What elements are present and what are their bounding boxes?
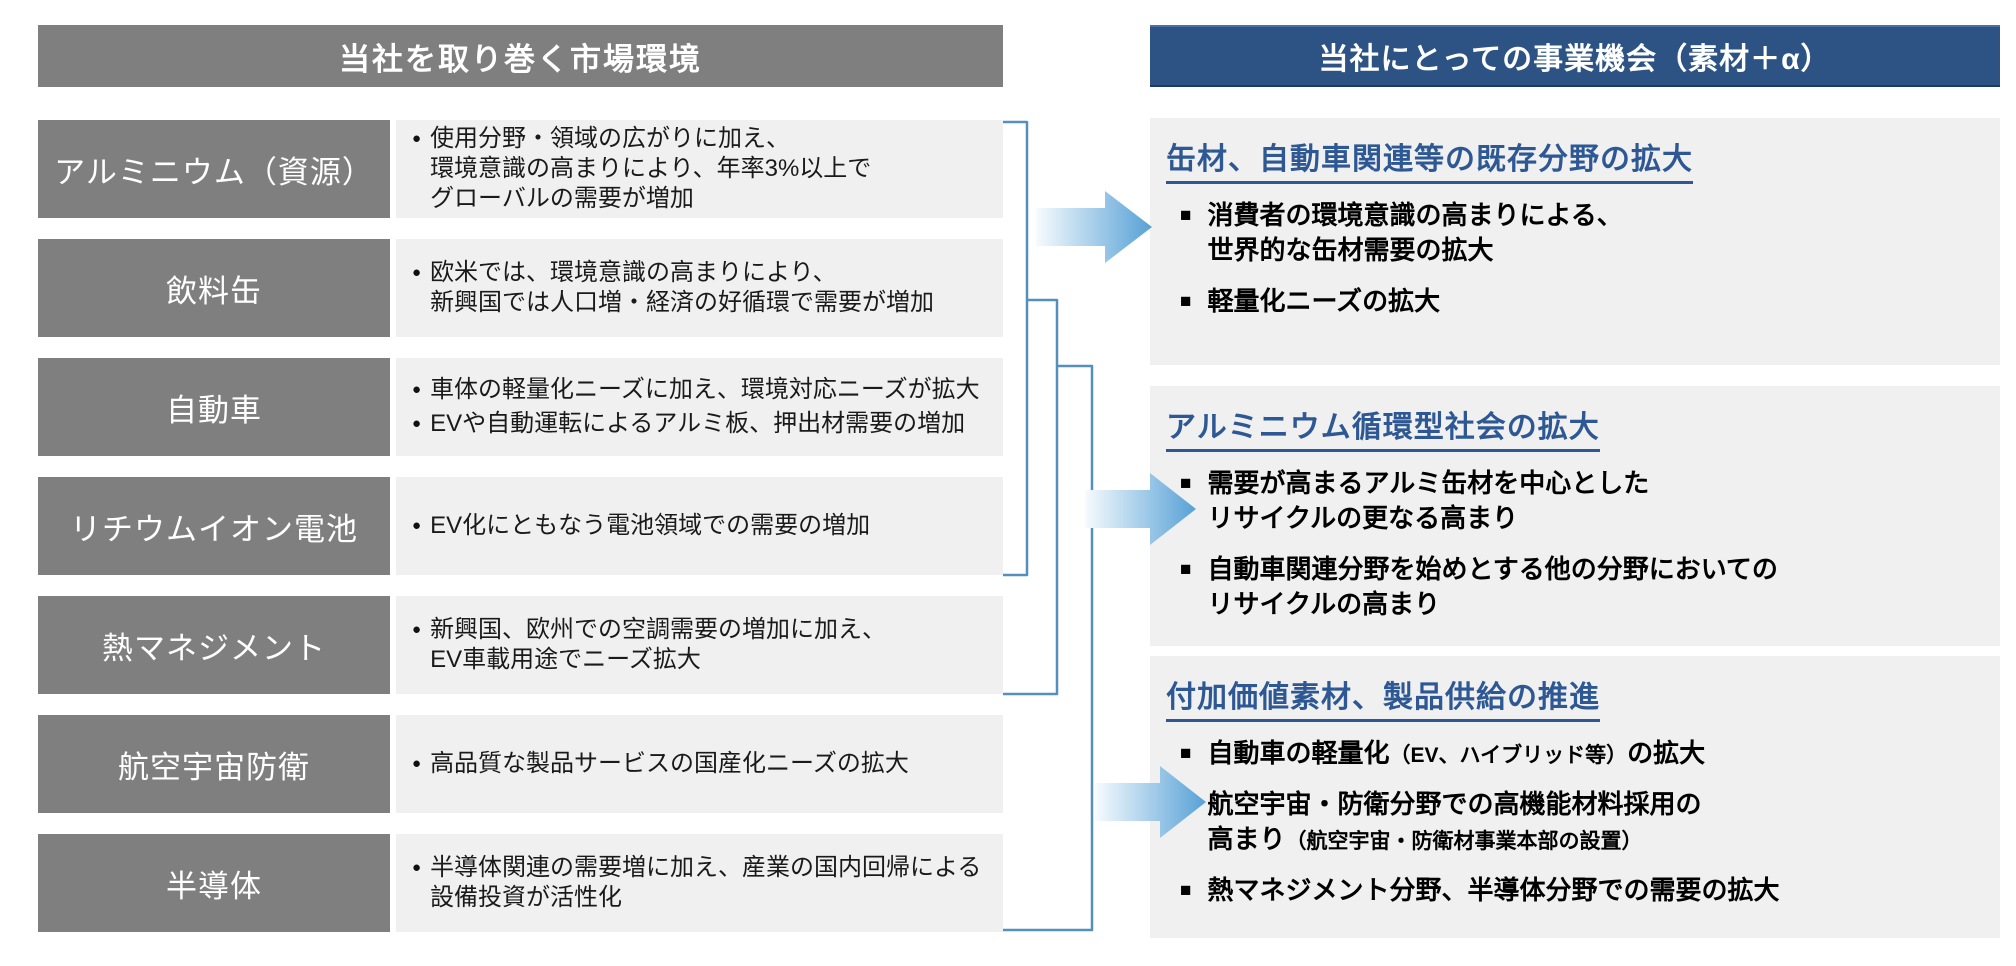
market-row-details: ● 車体の軽量化ニーズに加え、環境対応ニーズが拡大 ● EVや自動運転によるアル… (396, 358, 1003, 456)
opportunity-bullet: ■ 自動車の軽量化（EV、ハイブリッド等）の拡大 (1166, 736, 1982, 773)
market-row-automobile: 自動車 ● 車体の軽量化ニーズに加え、環境対応ニーズが拡大 ● EVや自動運転に… (38, 358, 1003, 456)
market-bullet: ● 欧米では、環境意識の高まりにより、 新興国では人口増・経済の好循環で需要が増… (412, 258, 993, 318)
bullet-text: 高品質な製品サービスの国産化ニーズの拡大 (430, 750, 909, 777)
square-bullet-icon: ■ (1180, 205, 1192, 226)
market-row-semiconductor: 半導体 ● 半導体関連の需要増に加え、産業の国内回帰による 設備投資が活性化 (38, 834, 1003, 932)
market-row-lithium-ion: リチウムイオン電池 ● EV化にともなう電池領域での需要の増加 (38, 477, 1003, 575)
bullet-text: 軽量化ニーズの拡大 (1207, 286, 1441, 316)
opportunity-box-recycling: アルミニウム循環型社会の拡大 ■ 需要が高まるアルミ缶材を中心とした リサイクル… (1150, 386, 2000, 646)
bullet-text: 車体の軽量化ニーズに加え、環境対応ニーズが拡大 (430, 376, 980, 403)
market-row-label: 半導体 (38, 834, 390, 932)
opportunity-box-value-added: 付加価値素材、製品供給の推進 ■ 自動車の軽量化（EV、ハイブリッド等）の拡大 … (1150, 656, 2000, 938)
market-row-details: ● EV化にともなう電池領域での需要の増加 (396, 477, 1003, 575)
market-row-label: リチウムイオン電池 (38, 477, 390, 575)
bullet-text: 航空宇宙・防衛分野での高機能材料採用の 高まり（航空宇宙・防衛材事業本部の設置） (1207, 789, 1702, 854)
bullet-dot-icon: ● (412, 415, 422, 432)
market-row-details: ● 使用分野・領域の広がりに加え、 環境意識の高まりにより、年率3%以上で グロ… (396, 120, 1003, 218)
market-bullet: ● 半導体関連の需要増に加え、産業の国内回帰による 設備投資が活性化 (412, 853, 993, 913)
market-row-aerospace: 航空宇宙防衛 ● 高品質な製品サービスの国産化ニーズの拡大 (38, 715, 1003, 813)
opportunity-bullet: ■ 軽量化ニーズの拡大 (1166, 284, 1982, 321)
bullet-dot-icon: ● (412, 621, 422, 638)
bullet-dot-icon: ● (412, 859, 422, 876)
market-row-details: ● 新興国、欧州での空調需要の増加に加え、 EV車載用途でニーズ拡大 (396, 596, 1003, 694)
market-row-thermal: 熱マネジメント ● 新興国、欧州での空調需要の増加に加え、 EV車載用途でニーズ… (38, 596, 1003, 694)
square-bullet-icon: ■ (1180, 473, 1192, 494)
bullet-text: 需要が高まるアルミ缶材を中心とした リサイクルの更なる高まり (1207, 468, 1650, 533)
opportunity-bullet: ■ 航空宇宙・防衛分野での高機能材料採用の 高まり（航空宇宙・防衛材事業本部の設… (1166, 787, 1982, 859)
opportunity-title: アルミニウム循環型社会の拡大 (1166, 402, 1982, 452)
market-row-aluminum: アルミニウム（資源） ● 使用分野・領域の広がりに加え、 環境意識の高まりにより… (38, 120, 1003, 218)
market-bullet: ● EV化にともなう電池領域での需要の増加 (412, 511, 993, 541)
square-bullet-icon: ■ (1180, 743, 1192, 764)
opportunity-title: 付加価値素材、製品供給の推進 (1166, 672, 1982, 722)
market-row-details: ● 半導体関連の需要増に加え、産業の国内回帰による 設備投資が活性化 (396, 834, 1003, 932)
opportunity-bullet: ■ 自動車関連分野を始めとする他の分野においての リサイクルの高まり (1166, 552, 1982, 624)
bullet-dot-icon: ● (412, 264, 422, 281)
market-row-beverage-can: 飲料缶 ● 欧米では、環境意識の高まりにより、 新興国では人口増・経済の好循環で… (38, 239, 1003, 337)
opportunity-bullet: ■ 熱マネジメント分野、半導体分野での需要の拡大 (1166, 873, 1982, 910)
connector-bracket-3 (1003, 364, 1094, 932)
bullet-dot-icon: ● (412, 517, 422, 534)
square-bullet-icon: ■ (1180, 794, 1192, 815)
bullet-text: EVや自動運転によるアルミ板、押出材需要の増加 (430, 410, 966, 437)
bullet-text: 新興国、欧州での空調需要の増加に加え、 EV車載用途でニーズ拡大 (430, 616, 887, 673)
bullet-text: 半導体関連の需要増に加え、産業の国内回帰による 設備投資が活性化 (430, 854, 982, 911)
opportunity-box-existing-fields: 缶材、自動車関連等の既存分野の拡大 ■ 消費者の環境意識の高まりによる、 世界的… (1150, 118, 2000, 365)
opportunity-bullet: ■ 需要が高まるアルミ缶材を中心とした リサイクルの更なる高まり (1166, 466, 1982, 538)
market-row-label: 熱マネジメント (38, 596, 390, 694)
market-row-label: 飲料缶 (38, 239, 390, 337)
flow-arrow-1 (1036, 191, 1152, 263)
bullet-text: 欧米では、環境意識の高まりにより、 新興国では人口増・経済の好循環で需要が増加 (430, 259, 935, 316)
opportunity-panel-header: 当社にとっての事業機会（素材＋α） (1150, 25, 2000, 87)
opportunity-title: 缶材、自動車関連等の既存分野の拡大 (1166, 134, 1982, 184)
market-row-label: 自動車 (38, 358, 390, 456)
market-row-details: ● 高品質な製品サービスの国産化ニーズの拡大 (396, 715, 1003, 813)
bullet-text: EV化にともなう電池領域での需要の増加 (430, 512, 871, 539)
bullet-dot-icon: ● (412, 755, 422, 772)
market-row-label: 航空宇宙防衛 (38, 715, 390, 813)
market-bullet: ● 使用分野・領域の広がりに加え、 環境意識の高まりにより、年率3%以上で グロ… (412, 124, 993, 214)
bullet-dot-icon: ● (412, 381, 422, 398)
market-panel-header: 当社を取り巻く市場環境 (38, 25, 1003, 87)
bullet-text: 消費者の環境意識の高まりによる、 世界的な缶材需要の拡大 (1207, 200, 1623, 265)
bullet-text: 自動車関連分野を始めとする他の分野においての リサイクルの高まり (1207, 554, 1778, 619)
bullet-text: 自動車の軽量化（EV、ハイブリッド等）の拡大 (1207, 738, 1706, 768)
bullet-text: 使用分野・領域の広がりに加え、 環境意識の高まりにより、年率3%以上で グローバ… (430, 125, 872, 212)
opportunity-bullet: ■ 消費者の環境意識の高まりによる、 世界的な缶材需要の拡大 (1166, 198, 1982, 270)
bullet-text: 熱マネジメント分野、半導体分野での需要の拡大 (1207, 875, 1780, 905)
square-bullet-icon: ■ (1180, 880, 1192, 901)
square-bullet-icon: ■ (1180, 291, 1192, 312)
bullet-dot-icon: ● (412, 130, 422, 147)
market-bullet: ● 新興国、欧州での空調需要の増加に加え、 EV車載用途でニーズ拡大 (412, 615, 993, 675)
market-row-label: アルミニウム（資源） (38, 120, 390, 218)
market-bullet: ● 高品質な製品サービスの国産化ニーズの拡大 (412, 749, 993, 779)
connector-bracket-2 (1003, 298, 1059, 696)
connector-bracket-1 (1003, 120, 1029, 577)
market-bullet: ● 車体の軽量化ニーズに加え、環境対応ニーズが拡大 (412, 375, 993, 405)
market-row-details: ● 欧米では、環境意識の高まりにより、 新興国では人口増・経済の好循環で需要が増… (396, 239, 1003, 337)
square-bullet-icon: ■ (1180, 559, 1192, 580)
market-bullet: ● EVや自動運転によるアルミ板、押出材需要の増加 (412, 409, 993, 439)
